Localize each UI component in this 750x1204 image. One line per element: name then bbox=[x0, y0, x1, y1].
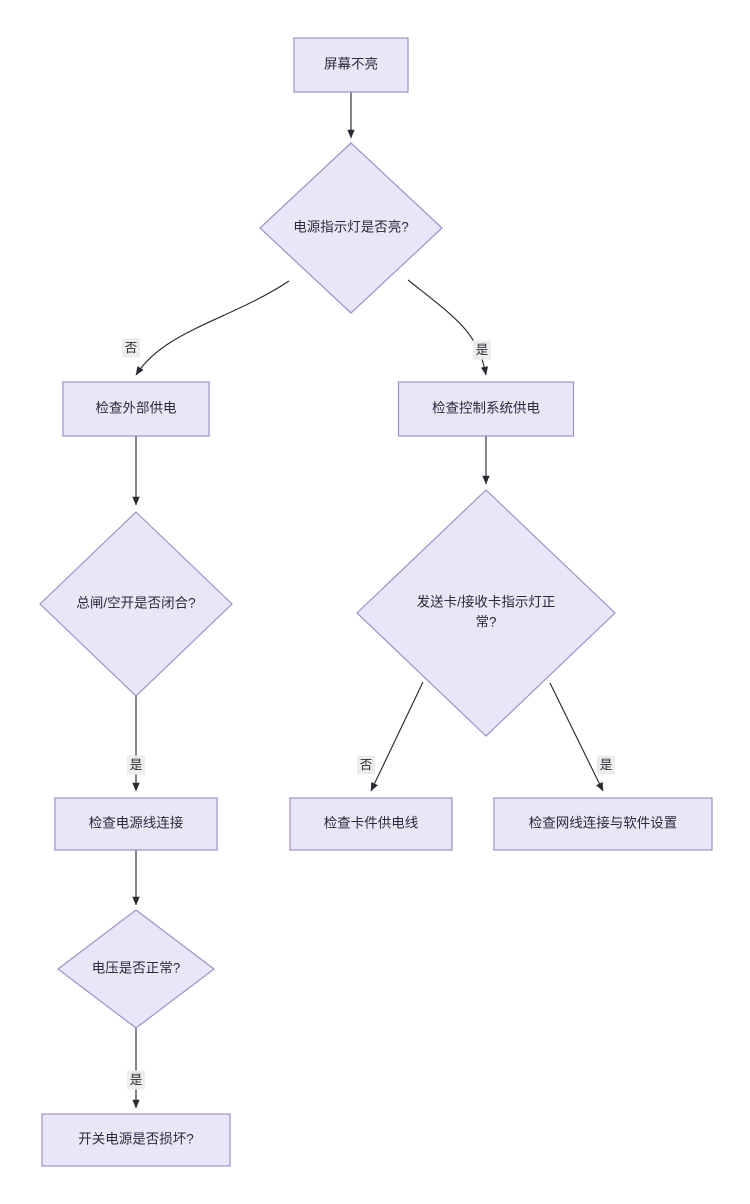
node-rect-shape bbox=[41, 1113, 231, 1167]
process-node[interactable]: 屏幕不亮 bbox=[293, 37, 409, 93]
node-diamond-shape bbox=[356, 489, 616, 737]
edges-layer bbox=[132, 92, 604, 1109]
edge-label-text: 是 bbox=[600, 758, 613, 772]
edge-label-background bbox=[127, 1070, 145, 1090]
node-label: 检查网线连接与软件设置 bbox=[529, 815, 678, 831]
node-label: 总闸/空开是否闭合? bbox=[76, 596, 195, 611]
decision-node[interactable]: 电压是否正常? bbox=[57, 909, 215, 1029]
process-node[interactable]: 开关电源是否损坏? bbox=[41, 1113, 231, 1167]
process-node[interactable]: 检查卡件供电线 bbox=[289, 797, 453, 851]
edge-label-text: 是 bbox=[476, 343, 489, 357]
edge-label-background bbox=[357, 755, 375, 775]
node-label: 开关电源是否损坏? bbox=[78, 1132, 194, 1147]
flow-edge bbox=[370, 681, 424, 792]
node-diamond-shape bbox=[39, 511, 233, 697]
edge-labels-layer: 否是是否是是 bbox=[122, 338, 615, 1090]
decision-node[interactable]: 电源指示灯是否亮? bbox=[259, 142, 443, 314]
edge-label-background bbox=[127, 755, 145, 775]
node-label: 检查卡件供电线 bbox=[324, 816, 419, 831]
edge-label-text: 否 bbox=[125, 341, 138, 355]
node-label: 屏幕不亮 bbox=[324, 56, 378, 72]
node-rect-shape bbox=[54, 797, 218, 851]
edge-label: 是 bbox=[473, 340, 491, 360]
flow-edge bbox=[407, 279, 489, 376]
decision-node[interactable]: 总闸/空开是否闭合? bbox=[39, 511, 233, 697]
edge-label-background bbox=[597, 755, 615, 775]
process-node[interactable]: 检查网线连接与软件设置 bbox=[493, 797, 713, 851]
edge-label-text: 是 bbox=[130, 758, 143, 772]
node-diamond-shape bbox=[259, 142, 443, 314]
edge-label-text: 否 bbox=[360, 758, 373, 772]
node-rect-shape bbox=[293, 37, 409, 93]
node-rect-shape bbox=[289, 797, 453, 851]
process-node[interactable]: 检查电源线连接 bbox=[54, 797, 218, 851]
node-label: 检查控制系统供电 bbox=[432, 401, 540, 416]
node-label: 检查电源线连接 bbox=[89, 815, 184, 831]
edge-label: 是 bbox=[127, 1070, 145, 1090]
flow-edge bbox=[549, 682, 604, 792]
edge-label: 否 bbox=[122, 338, 140, 358]
edge-label-text: 是 bbox=[130, 1073, 143, 1087]
node-label: 发送卡/接收卡指示灯正 bbox=[417, 594, 556, 610]
node-label: 检查外部供电 bbox=[96, 401, 177, 416]
node-diamond-shape bbox=[57, 909, 215, 1029]
node-rect-shape bbox=[62, 381, 210, 437]
node-label: 电源指示灯是否亮? bbox=[293, 219, 409, 235]
process-node[interactable]: 检查外部供电 bbox=[62, 381, 210, 437]
process-node[interactable]: 检查控制系统供电 bbox=[397, 381, 575, 437]
edge-label-background bbox=[473, 340, 491, 360]
node-rect-shape bbox=[493, 797, 713, 851]
node-label: 常? bbox=[475, 615, 496, 630]
node-rect-shape bbox=[397, 381, 575, 437]
edge-label: 是 bbox=[597, 755, 615, 775]
node-label: 电压是否正常? bbox=[92, 961, 181, 976]
edge-label: 否 bbox=[357, 755, 375, 775]
flow-edge bbox=[135, 280, 290, 376]
edge-label: 是 bbox=[127, 755, 145, 775]
edge-label-background bbox=[122, 338, 140, 358]
